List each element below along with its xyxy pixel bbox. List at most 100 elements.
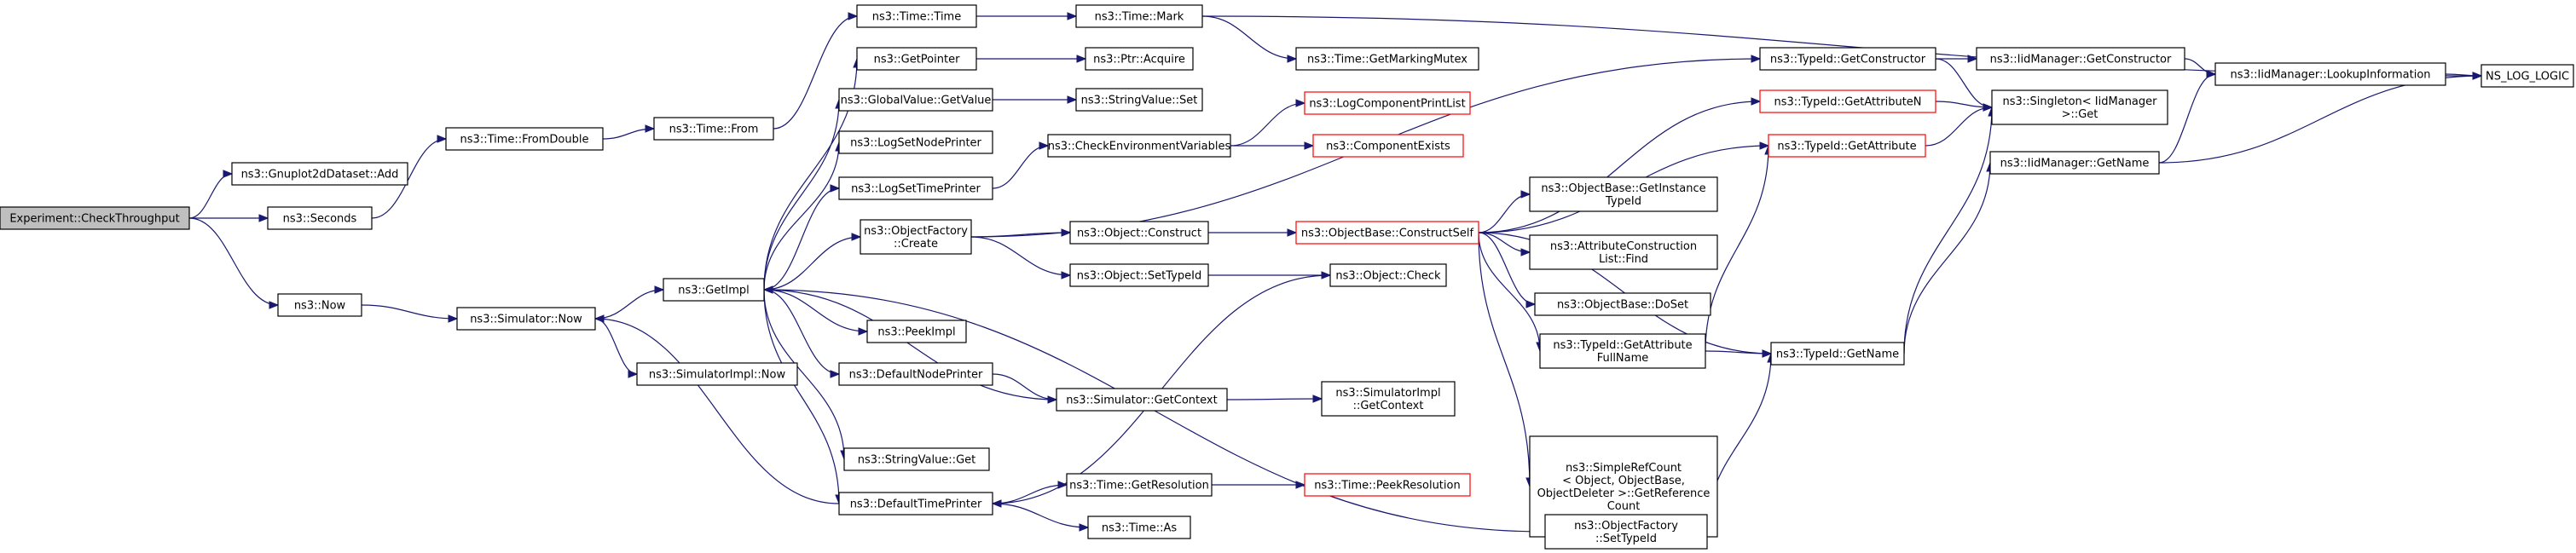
arrowhead xyxy=(1751,55,1762,63)
node-box xyxy=(1329,263,1447,287)
node-label: ns3::Seconds xyxy=(283,213,357,226)
arrowhead xyxy=(1287,228,1298,237)
node-label: ::GetContext xyxy=(1353,400,1424,412)
node-objconstruct[interactable]: ns3::Object::Construct xyxy=(1069,221,1209,245)
node-typeidgetname[interactable]: ns3::TypeId::GetName xyxy=(1770,342,1905,366)
node-box xyxy=(1759,47,1936,71)
arrowhead xyxy=(851,233,862,241)
node-box xyxy=(267,206,373,230)
node-box xyxy=(1069,263,1209,287)
node-timetime[interactable]: ns3::Time::Time xyxy=(856,4,977,28)
node-box xyxy=(1529,234,1718,270)
node-peekimpl[interactable]: ns3::PeekImpl xyxy=(866,320,967,343)
node-iidmgrlookup[interactable]: ns3::IidManager::LookupInformation xyxy=(2214,62,2446,86)
node-root[interactable]: Experiment::CheckThroughput xyxy=(0,206,190,230)
node-label: ns3::Now xyxy=(294,300,346,313)
node-simgetcontext[interactable]: ns3::Simulator::GetContext xyxy=(1056,388,1228,412)
arrowhead xyxy=(991,499,1002,508)
node-timeas[interactable]: ns3::Time::As xyxy=(1087,516,1191,539)
node-label: ns3::IidManager::LookupInformation xyxy=(2230,69,2430,82)
node-objfactorysettypeid[interactable]: ns3::ObjectFactory::SetTypeId xyxy=(1544,514,1708,550)
node-box xyxy=(1075,88,1203,112)
node-label: ns3::Time::FromDouble xyxy=(460,134,589,147)
node-typeidgetattributen[interactable]: ns3::TypeId::GetAttributeN xyxy=(1759,89,1936,113)
node-label: ns3::Ptr::Acquire xyxy=(1093,54,1185,66)
node-label: ns3::PeekImpl xyxy=(877,326,955,339)
node-label: ns3::Simulator::Now xyxy=(470,314,582,326)
node-timegetres[interactable]: ns3::Time::GetResolution xyxy=(1066,473,1213,497)
node-logsettime[interactable]: ns3::LogSetTimePrinter xyxy=(838,176,993,200)
node-iidmgrgetconstructor[interactable]: ns3::IidManager::GetConstructor xyxy=(1976,47,2185,71)
node-objbasedoset[interactable]: ns3::ObjectBase::DoSet xyxy=(1534,292,1711,316)
arrowhead xyxy=(628,370,639,378)
node-objcheck[interactable]: ns3::Object::Check xyxy=(1329,263,1447,287)
node-now[interactable]: ns3::Now xyxy=(277,293,362,317)
node-gvgetvalue[interactable]: ns3::GlobalValue::GetValue xyxy=(838,88,993,112)
node-simnow[interactable]: ns3::Simulator::Now xyxy=(456,307,596,331)
node-label: ns3::Time::From xyxy=(669,124,759,136)
node-box xyxy=(1770,342,1905,366)
node-label: ns3::Time::Mark xyxy=(1095,11,1184,24)
node-label: ns3::SimpleRefCount xyxy=(1566,462,1682,475)
node-objfactorycreate[interactable]: ns3::ObjectFactory::Create xyxy=(860,219,972,255)
node-label: < Object, ObjectBase, xyxy=(1562,475,1685,487)
node-typeidgetconstructor[interactable]: ns3::TypeId::GetConstructor xyxy=(1759,47,1936,71)
edge-getimpl-to-logsetnode xyxy=(763,141,840,291)
node-objbaseconstructself[interactable]: ns3::ObjectBase::ConstructSelf xyxy=(1295,221,1479,245)
node-objsettypeid[interactable]: ns3::Object::SetTypeId xyxy=(1069,263,1209,287)
node-label: ns3::Time::As xyxy=(1102,522,1178,535)
node-deftimeprinter[interactable]: ns3::DefaultTimePrinter xyxy=(838,492,993,516)
node-label: ns3::GlobalValue::GetValue xyxy=(841,95,992,107)
edge-getimpl-to-peekimpl xyxy=(763,289,868,332)
node-typeidgetattribute[interactable]: ns3::TypeId::GetAttribute xyxy=(1768,134,1926,158)
node-box xyxy=(663,278,765,302)
node-box xyxy=(636,362,798,386)
node-box xyxy=(1056,388,1228,412)
node-box xyxy=(838,492,993,516)
node-ptracquire[interactable]: ns3::Ptr::Acquire xyxy=(1085,47,1194,71)
node-box xyxy=(231,162,408,186)
node-compexists[interactable]: ns3::ComponentExists xyxy=(1312,134,1464,158)
node-box xyxy=(456,307,596,331)
node-singletonget[interactable]: ns3::Singleton< IidManager>::Get xyxy=(1991,89,2168,125)
arrowhead xyxy=(1967,55,1978,63)
node-box xyxy=(1295,221,1479,245)
node-timefrom[interactable]: ns3::Time::From xyxy=(653,117,774,141)
node-box xyxy=(1066,473,1213,497)
node-gnuplot[interactable]: ns3::Gnuplot2dDataset::Add xyxy=(231,162,408,186)
node-stringvalueget[interactable]: ns3::StringValue::Get xyxy=(843,447,990,471)
node-timemark[interactable]: ns3::Time::Mark xyxy=(1075,4,1203,28)
arrowhead xyxy=(830,184,841,193)
node-getpointer[interactable]: ns3::GetPointer xyxy=(856,47,977,71)
arrowhead xyxy=(223,170,234,178)
node-seconds[interactable]: ns3::Seconds xyxy=(267,206,373,230)
node-simimplnow[interactable]: ns3::SimulatorImpl::Now xyxy=(636,362,798,386)
node-checkenv[interactable]: ns3::CheckEnvironmentVariables xyxy=(1047,134,1231,158)
node-label: ns3::IidManager::GetName xyxy=(2000,158,2150,170)
node-timepeekres[interactable]: ns3::Time::PeekResolution xyxy=(1304,473,1471,497)
node-iidmgrgetname[interactable]: ns3::IidManager::GetName xyxy=(1989,151,2160,175)
node-stringvalueset[interactable]: ns3::StringValue::Set xyxy=(1075,88,1203,112)
node-label: ns3::Time::PeekResolution xyxy=(1314,480,1460,493)
edge-now-to-simnow xyxy=(361,304,458,320)
arrowhead xyxy=(1751,97,1762,106)
node-label: ns3::TypeId::GetAttribute xyxy=(1553,339,1692,352)
node-label: ns3::StringValue::Set xyxy=(1081,95,1198,107)
edge-deftimeprinter-to-timeas xyxy=(992,503,1089,528)
node-label: List::Find xyxy=(1599,253,1648,266)
node-logcomplist[interactable]: ns3::LogComponentPrintList xyxy=(1304,91,1471,115)
node-getimpl[interactable]: ns3::GetImpl xyxy=(663,278,765,302)
node-nslog[interactable]: NS_LOG_LOGIC xyxy=(2480,64,2574,88)
node-fromdouble[interactable]: ns3::Time::FromDouble xyxy=(445,127,604,151)
node-box xyxy=(843,447,990,471)
node-getmarkmutex[interactable]: ns3::Time::GetMarkingMutex xyxy=(1295,47,1479,71)
node-simimplgetcontext[interactable]: ns3::SimulatorImpl::GetContext xyxy=(1321,381,1456,417)
node-logsetnode[interactable]: ns3::LogSetNodePrinter xyxy=(838,130,993,154)
node-defnodeprinter[interactable]: ns3::DefaultNodePrinter xyxy=(838,362,993,386)
arrowhead xyxy=(830,370,841,378)
node-box xyxy=(1768,134,1926,158)
arrowhead xyxy=(645,124,656,133)
